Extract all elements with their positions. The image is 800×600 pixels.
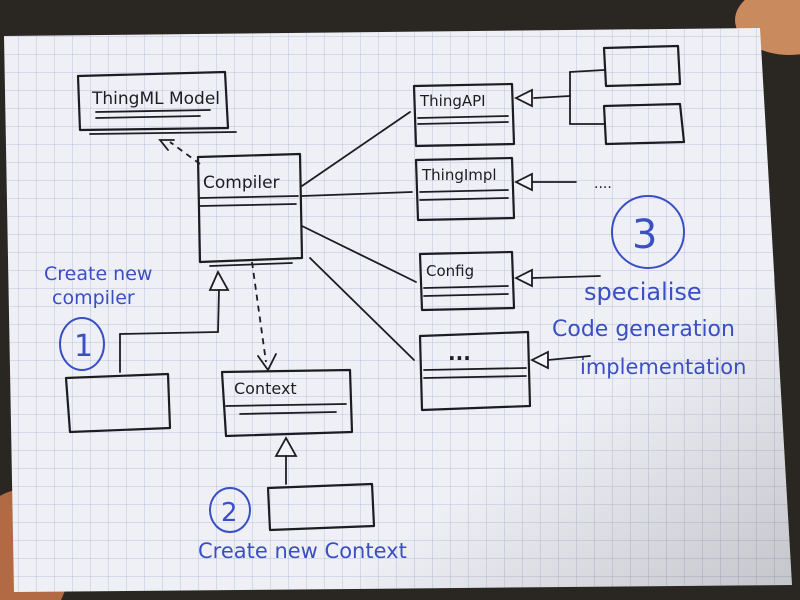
thing-api-subclasses: [513, 44, 686, 146]
more-classes-label: ...: [448, 341, 471, 365]
step-1-line-2: compiler: [52, 287, 135, 309]
dependency-arrowhead-model: [158, 139, 175, 151]
step-1-annotation: 1 Create new compiler: [44, 263, 152, 371]
config-class: Config: [418, 250, 516, 312]
step-2-annotation: 2 Create new Context: [198, 487, 407, 563]
thingml-model-label: ThingML Model: [91, 89, 220, 109]
context-class: Context: [220, 368, 354, 438]
new-context-subclass: [266, 436, 376, 532]
step-2-number: 2: [221, 498, 238, 528]
thingml-model-class: ThingML Model: [76, 70, 237, 135]
compiler-associations: [301, 111, 417, 361]
config-generalization: [513, 268, 601, 288]
step-3-line-2: Code generation: [552, 317, 735, 342]
step-1-line-1: Create new: [44, 263, 152, 285]
config-label: Config: [426, 262, 474, 280]
thing-api-class: ThingAPI: [412, 82, 516, 148]
context-label: Context: [234, 379, 297, 398]
more-classes-box: ...: [418, 330, 532, 412]
step-3-line-1: specialise: [584, 278, 702, 306]
step-2-text: Create new Context: [198, 539, 407, 563]
step-1-number: 1: [74, 329, 93, 364]
thing-impl-class: ThingImpl: [414, 156, 516, 222]
step-3-line-3: implementation: [580, 355, 746, 379]
dependency-compiler-to-context: [251, 261, 277, 372]
thing-impl-label: ThingImpl: [421, 166, 497, 184]
thing-impl-subclass-hint: ....: [513, 172, 612, 192]
more-generalization: [529, 350, 591, 370]
new-compiler-subclass: [64, 269, 230, 434]
thing-impl-subclasses-ellipsis: ....: [594, 176, 612, 192]
thing-api-label: ThingAPI: [419, 92, 486, 110]
compiler-label: Compiler: [203, 173, 280, 193]
step-3-annotation: 3 specialise Code generation implementat…: [552, 195, 746, 379]
paper-sheet: [4, 28, 792, 592]
compiler-class: Compiler: [196, 152, 304, 267]
step-3-number: 3: [632, 212, 657, 258]
